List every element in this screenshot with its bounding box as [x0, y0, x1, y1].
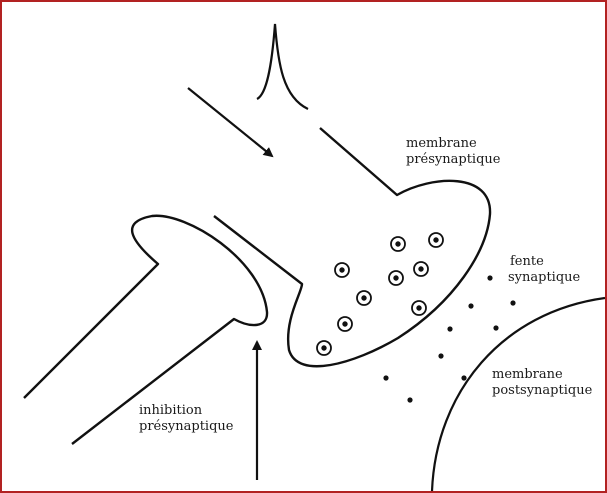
label-line: membrane — [492, 367, 592, 383]
action-potential-spike — [257, 24, 308, 109]
neurotransmitter-dot — [461, 375, 466, 380]
label-line: présynaptique — [139, 419, 233, 435]
vesicle — [389, 271, 403, 285]
neurotransmitter-dot — [468, 303, 473, 308]
neurotransmitter-dot — [447, 326, 452, 331]
label-membrane-postsynaptique: membrane postsynaptique — [492, 367, 592, 399]
vesicle — [357, 291, 371, 305]
neurotransmitter-dot — [487, 275, 492, 280]
vesicle — [412, 301, 426, 315]
vesicle — [414, 262, 428, 276]
vesicle — [429, 233, 443, 247]
synaptic-vesicles — [317, 233, 443, 355]
neurotransmitter-dot — [407, 397, 412, 402]
vesicle — [335, 263, 349, 277]
label-line: présynaptique — [406, 152, 500, 168]
label-line: inhibition — [139, 403, 233, 419]
neurotransmitter-dot — [510, 300, 515, 305]
label-line: membrane — [406, 136, 500, 152]
vesicle — [317, 341, 331, 355]
label-fente-synaptique: fente synaptique — [508, 254, 580, 286]
neurotransmitter-dot — [493, 325, 498, 330]
label-inhibition-presynaptique: inhibition présynaptique — [139, 403, 233, 435]
label-line: synaptique — [508, 270, 580, 286]
label-line: fente — [508, 254, 580, 270]
vesicle — [338, 317, 352, 331]
vesicle — [391, 237, 405, 251]
neurotransmitter-dot — [383, 375, 388, 380]
neurotransmitter-dot — [438, 353, 443, 358]
label-membrane-presynaptique: membrane présynaptique — [406, 136, 500, 168]
label-line: postsynaptique — [492, 383, 592, 399]
